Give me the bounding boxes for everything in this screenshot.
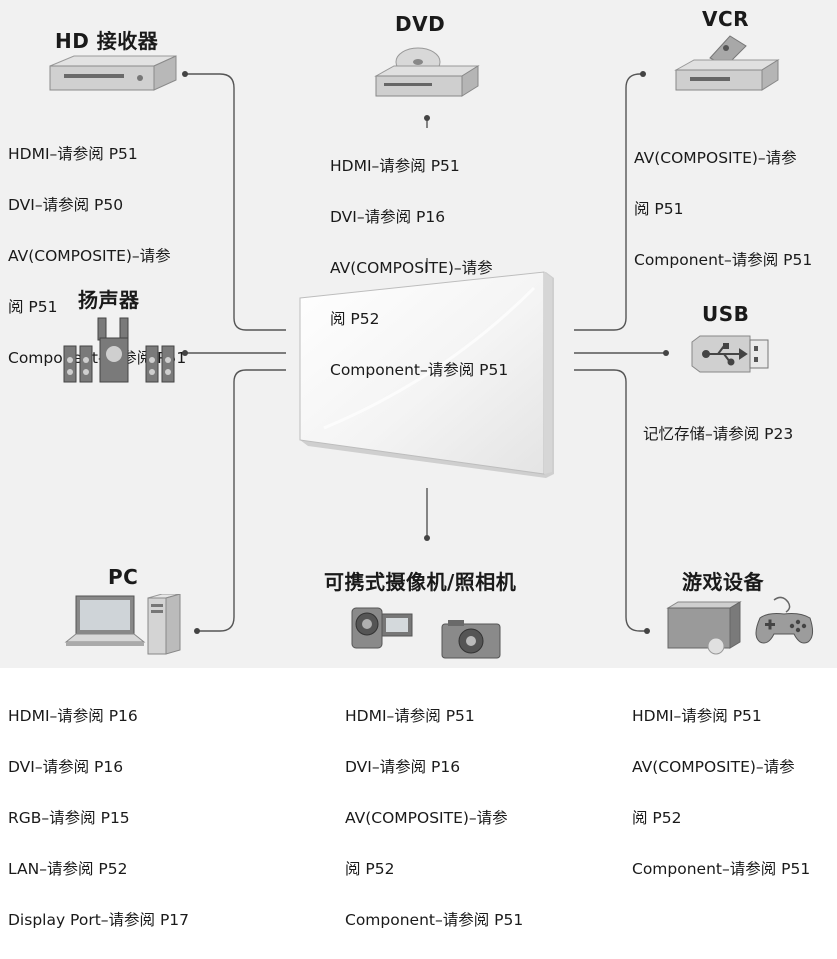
link-item: 阅 P52: [345, 859, 395, 878]
link-item: 阅 P52: [330, 309, 380, 328]
vcr-links: AV(COMPOSITE)–请参 阅 P51 Component–请参阅 P51: [634, 120, 812, 299]
link-item: HDMI–请参阅 P51: [8, 144, 138, 163]
link-item: HDMI–请参阅 P51: [330, 156, 460, 175]
dvd-player-icon: [374, 47, 480, 97]
link-item: 阅 P52: [632, 808, 682, 827]
speaker-icon: [63, 317, 175, 383]
pc-title: PC: [108, 565, 139, 589]
link-item: Component–请参阅 P51: [634, 250, 813, 269]
usb-links: 记忆存储–请参阅 P23: [643, 396, 793, 473]
link-item: 阅 P51: [8, 297, 58, 316]
link-item: LAN–请参阅 P52: [8, 859, 128, 878]
link-item: AV(COMPOSITE)–请参: [634, 148, 797, 167]
vcr-title: VCR: [702, 7, 750, 31]
link-item: 阅 P51: [634, 199, 684, 218]
camcorder-camera-icon: [351, 607, 501, 659]
link-item: DVI–请参阅 P16: [330, 207, 446, 226]
link-item: HDMI–请参阅 P16: [8, 706, 138, 725]
game-title: 游戏设备: [682, 570, 764, 594]
usb-stick-icon: [691, 335, 769, 373]
vcr-icon: [674, 35, 780, 91]
dvd-links: HDMI–请参阅 P51 DVI–请参阅 P16 AV(COMPOSITE)–请…: [330, 128, 508, 409]
link-item: AV(COMPOSITE)–请参: [632, 757, 795, 776]
pc-links: HDMI–请参阅 P16 DVI–请参阅 P16 RGB–请参阅 P15 LAN…: [8, 678, 189, 959]
link-item: Component–请参阅 P51: [345, 910, 524, 929]
camcorder-links: HDMI–请参阅 P51 DVI–请参阅 P16 AV(COMPOSITE)–请…: [345, 678, 523, 959]
display-panel: [299, 271, 554, 478]
hd-receiver-links: HDMI–请参阅 P51 DVI–请参阅 P50 AV(COMPOSITE)–请…: [8, 116, 186, 397]
usb-title: USB: [702, 302, 750, 326]
link-item: AV(COMPOSITE)–请参: [345, 808, 508, 827]
set-top-box-icon: [49, 55, 177, 91]
link-item: 记忆存储–请参阅 P23: [643, 424, 794, 443]
link-item: Component–请参阅 P51: [632, 859, 811, 878]
link-item: DVI–请参阅 P16: [345, 757, 461, 776]
port-dot: [182, 71, 188, 77]
link-item: DVI–请参阅 P50: [8, 195, 124, 214]
link-item: Display Port–请参阅 P17: [8, 910, 190, 929]
camcorder-title: 可携式摄像机/照相机: [324, 570, 517, 594]
connection-lines: [182, 71, 669, 634]
link-item: HDMI–请参阅 P51: [632, 706, 762, 725]
hd-receiver-title: HD 接收器: [55, 29, 159, 53]
game-console-icon: [666, 596, 814, 655]
link-item: Component–请参阅 P51: [330, 360, 509, 379]
link-item: RGB–请参阅 P15: [8, 808, 130, 827]
link-item: AV(COMPOSITE)–请参: [8, 246, 171, 265]
link-item: AV(COMPOSITE)–请参: [330, 258, 493, 277]
game-links: HDMI–请参阅 P51 AV(COMPOSITE)–请参 阅 P52 Comp…: [632, 678, 810, 908]
link-item: HDMI–请参阅 P51: [345, 706, 475, 725]
link-item: DVI–请参阅 P16: [8, 757, 124, 776]
dvd-title: DVD: [395, 12, 446, 36]
link-item: Component–请参阅 P51: [8, 348, 187, 367]
speaker-title: 扬声器: [78, 288, 140, 312]
computer-icon: [64, 594, 181, 655]
